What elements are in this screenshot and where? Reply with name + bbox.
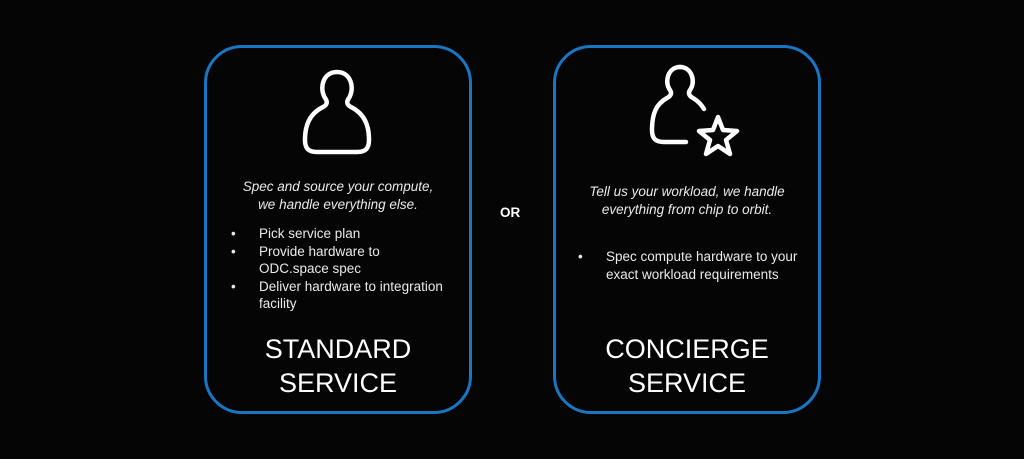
list-item: Provide hardware to ODC.space spec xyxy=(231,243,389,278)
title-line: SERVICE xyxy=(278,368,398,398)
or-separator: OR xyxy=(500,205,521,220)
concierge-tagline: Tell us your workload, we handle everyth… xyxy=(556,183,818,219)
concierge-feature-list: Spec compute hardware to your exact work… xyxy=(578,248,803,283)
list-item: Deliver hardware to integration facility xyxy=(231,278,451,313)
standard-tagline: Spec and source your compute, we handle … xyxy=(207,178,469,214)
list-item: Spec compute hardware to your exact work… xyxy=(578,248,803,283)
title-line: SERVICE xyxy=(627,368,747,398)
tagline-line: Tell us your workload, we handle xyxy=(589,184,785,199)
title-line: CONCIERGE xyxy=(605,334,769,364)
person-star-icon xyxy=(649,64,740,157)
standard-feature-list: Pick service plan Provide hardware to OD… xyxy=(231,225,451,313)
tagline-line: Spec and source your compute, xyxy=(242,179,434,194)
list-item: Pick service plan xyxy=(231,225,451,243)
tagline-line: everything from chip to orbit. xyxy=(601,202,773,217)
title-line: STANDARD xyxy=(264,334,412,364)
person-icon xyxy=(302,69,372,155)
tagline-line: we handle everything else. xyxy=(258,197,418,212)
concierge-title: CONCIERGE SERVICE xyxy=(556,332,818,400)
concierge-service-card[interactable]: Tell us your workload, we handle everyth… xyxy=(553,45,821,414)
standard-service-card[interactable]: Spec and source your compute, we handle … xyxy=(204,45,472,414)
standard-title: STANDARD SERVICE xyxy=(207,332,469,400)
